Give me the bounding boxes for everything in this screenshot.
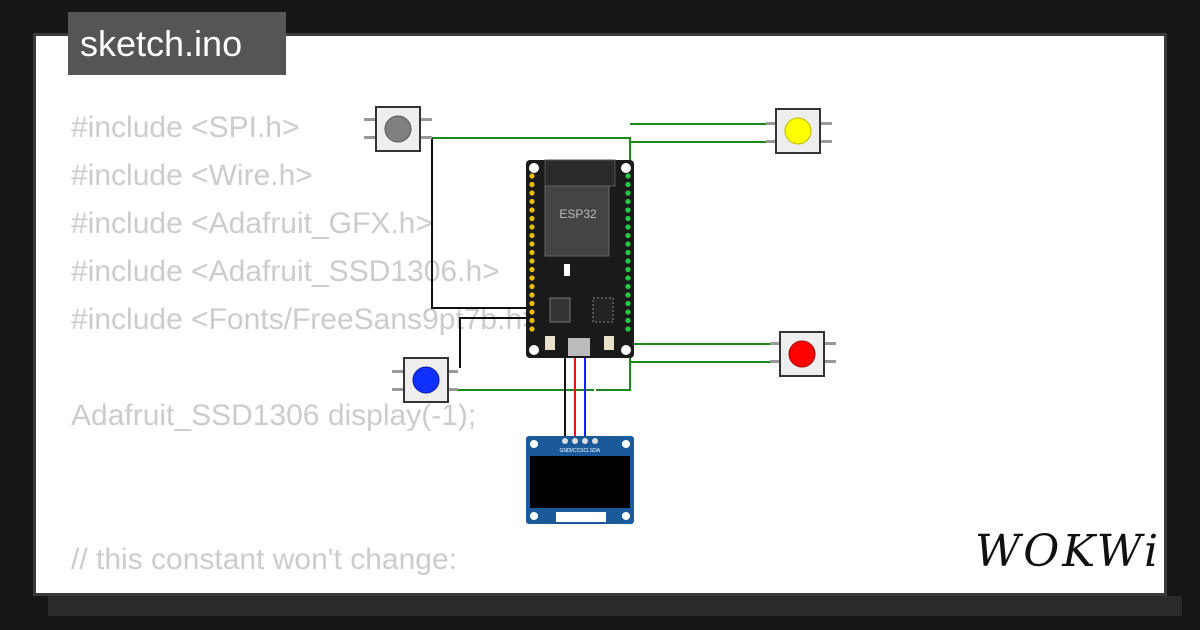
- oled-display[interactable]: GND VCC SCL SDA: [526, 436, 634, 524]
- header-pin: [625, 198, 631, 205]
- header-pin: [625, 173, 631, 179]
- esp32-board[interactable]: ESP32: [526, 159, 634, 358]
- board-label: ESP32: [559, 207, 597, 221]
- header-pin: [625, 292, 631, 298]
- header-pin: [625, 275, 631, 281]
- header-pin: [529, 266, 535, 273]
- oled-pin-label: GND: [559, 448, 571, 454]
- header-pin: [529, 198, 535, 205]
- header-pin: [529, 249, 535, 256]
- oled-pin-label: VCC: [570, 448, 581, 454]
- wire-black: [459, 317, 540, 368]
- header-pin: [625, 309, 631, 315]
- header-pin: [529, 181, 535, 188]
- header-pin: [625, 258, 631, 264]
- code-editor: #include <SPI.h> #include <Wire.h> #incl…: [71, 104, 971, 593]
- header-pin: [625, 207, 631, 213]
- header-pin: [529, 317, 535, 324]
- pushbutton-yellow[interactable]: [766, 108, 832, 154]
- header-pin: [625, 317, 631, 324]
- code-line: #include <Adafruit_GFX.h>: [71, 207, 433, 240]
- header-pin: [625, 215, 631, 222]
- header-pin: [529, 190, 535, 196]
- oled-pin-label: SCL: [580, 448, 590, 454]
- code-line: Adafruit_SSD1306 display(-1);: [71, 399, 477, 432]
- header-pin: [625, 300, 631, 307]
- wokwi-logo: WOKWi: [975, 526, 1162, 577]
- wire-black: [431, 138, 540, 309]
- pushbutton-red[interactable]: [770, 331, 836, 377]
- header-pin: [625, 266, 631, 273]
- header-pin: [529, 326, 535, 332]
- header-pin: [625, 224, 631, 230]
- header-pin: [529, 224, 535, 230]
- header-pin: [625, 232, 631, 239]
- header-pin: [625, 283, 631, 290]
- code-line: #include <Fonts/FreeSans9pt7b.h>: [71, 303, 540, 336]
- header-pin: [625, 241, 631, 247]
- header-pin: [529, 232, 535, 239]
- header-pin: [625, 190, 631, 196]
- code-line: #include <Wire.h>: [71, 159, 313, 192]
- pushbutton-gray[interactable]: [364, 106, 432, 152]
- code-line: const int buttonPin1 = 13; // GPIO 13 BU…: [71, 584, 971, 593]
- header-pin: [529, 207, 535, 213]
- code-line: #include <SPI.h>: [71, 111, 300, 144]
- pushbutton-blue[interactable]: [392, 357, 458, 403]
- header-pin: [625, 181, 631, 188]
- header-pin: [529, 300, 535, 307]
- header-pin: [529, 309, 535, 315]
- header-pin: [529, 215, 535, 222]
- header-pin: [529, 258, 535, 264]
- header-pin: [529, 275, 535, 281]
- card-shadow: [48, 596, 1182, 616]
- header-pin: [529, 241, 535, 247]
- header-pin: [625, 249, 631, 256]
- file-tab[interactable]: sketch.ino: [68, 12, 286, 75]
- oled-pin-label: SDA: [590, 448, 601, 454]
- code-line: // this constant won't change:: [71, 543, 457, 576]
- code-line: #include <Adafruit_SSD1306.h>: [71, 255, 500, 288]
- header-pin: [625, 326, 631, 332]
- header-pin: [529, 283, 535, 290]
- header-pin: [529, 292, 535, 298]
- header-pin: [529, 173, 535, 179]
